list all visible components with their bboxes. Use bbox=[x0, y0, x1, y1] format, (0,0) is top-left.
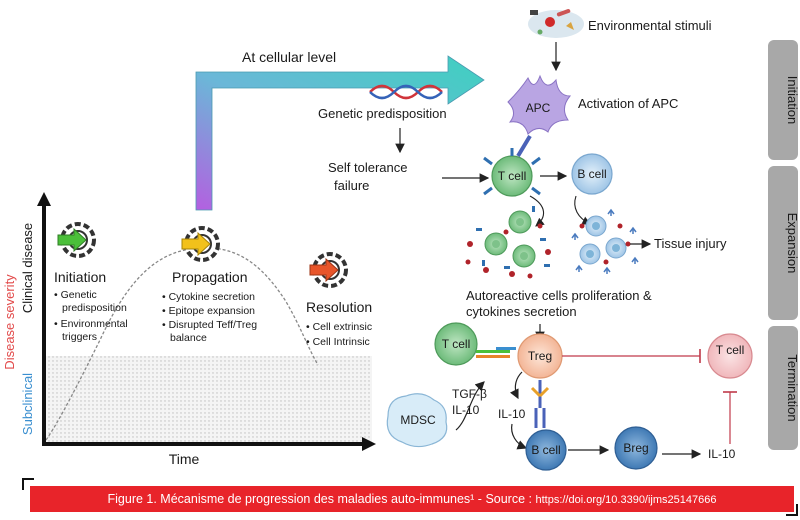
b-cell-cluster bbox=[571, 208, 639, 274]
cellular-level-arrow: At cellular level bbox=[195, 49, 485, 211]
antibody-receptor bbox=[530, 380, 550, 428]
tgf-beta-label: TGF-β bbox=[452, 387, 487, 401]
propagation-gear-icon bbox=[181, 226, 220, 262]
il10-mid-label: IL-10 bbox=[498, 407, 526, 421]
stage-initiation-bullet-1b: predisposition bbox=[62, 302, 127, 314]
self-tolerance-label-1: Self tolerance bbox=[328, 160, 408, 175]
t-cell-label: T cell bbox=[498, 169, 526, 183]
phase-tabs: Initiation Expansion Termination bbox=[768, 40, 800, 450]
arrow-tcell-expansion bbox=[529, 195, 545, 227]
b-cell-bottom: B cell bbox=[525, 429, 567, 471]
tgf-il10-label: IL-10 bbox=[452, 403, 480, 417]
dna-helix-icon bbox=[369, 84, 443, 100]
y-axis-arrowhead bbox=[37, 192, 51, 206]
il10-right-label: IL-10 bbox=[708, 447, 736, 461]
disease-progression-chart: Disease severity Clinical disease Subcli… bbox=[2, 192, 376, 467]
caption-corner-bottom-right bbox=[786, 504, 798, 516]
arrow-il10-bcell bbox=[511, 423, 528, 450]
mdsc-cell: MDSC bbox=[386, 393, 448, 448]
x-axis-arrowhead bbox=[362, 437, 376, 451]
resolution-gear-icon bbox=[309, 252, 348, 288]
breg-cell: Breg bbox=[614, 426, 658, 470]
stage-propagation-bullet-3: • Disrupted Teff/Treg bbox=[162, 319, 257, 331]
tissue-injury-label: Tissue injury bbox=[654, 236, 727, 251]
initiation-gear-icon bbox=[57, 222, 96, 258]
phase-expansion-tab bbox=[768, 166, 798, 320]
activation-apc-label: Activation of APC bbox=[578, 96, 678, 111]
stage-propagation-bullet-1: • Cytokine secretion bbox=[162, 291, 255, 303]
b-cell-bottom-label: B cell bbox=[531, 443, 560, 457]
stage-resolution-bullet-1: • Cell extrinsic bbox=[306, 321, 372, 333]
t-cell-right: T cell bbox=[707, 333, 753, 379]
stage-initiation-bullet-2b: triggers bbox=[62, 331, 97, 343]
stage-propagation-title: Propagation bbox=[172, 269, 248, 285]
treg-cell: Treg bbox=[517, 333, 563, 379]
apc-cell: APC bbox=[507, 74, 572, 135]
treg-label: Treg bbox=[528, 349, 552, 363]
stage-propagation-bullet-2: • Epitope expansion bbox=[162, 305, 255, 317]
autoreactive-label-1: Autoreactive cells proliferation & bbox=[466, 288, 652, 303]
autoreactive-label-2: cytokines secretion bbox=[466, 304, 577, 319]
environmental-stimuli-label: Environmental stimuli bbox=[588, 18, 712, 33]
x-axis-label: Time bbox=[169, 451, 200, 467]
receptor-apc-tcell bbox=[516, 134, 532, 158]
y-axis-severity-label: Disease severity bbox=[2, 274, 17, 370]
phase-termination-tab bbox=[768, 326, 798, 450]
y-axis-clinical-label: Clinical disease bbox=[20, 223, 35, 313]
stage-initiation-bullet-2: • Environmental bbox=[54, 318, 128, 330]
figure-caption: Figure 1. Mécanisme de progression des m… bbox=[30, 486, 794, 512]
phase-initiation-tab bbox=[768, 40, 798, 160]
mdsc-label: MDSC bbox=[400, 413, 436, 427]
caption-text: Figure 1. Mécanisme de progression des m… bbox=[107, 492, 536, 506]
cellular-mechanism-panel: Environmental stimuli Genetic predisposi… bbox=[318, 9, 753, 471]
stage-initiation-title: Initiation bbox=[54, 269, 106, 285]
y-axis-subclinical-label: Subclinical bbox=[20, 373, 35, 435]
tcell-treg-receptor bbox=[476, 347, 516, 358]
genetic-predisposition-label: Genetic predisposition bbox=[318, 106, 447, 121]
breg-label: Breg bbox=[623, 441, 648, 455]
apc-label: APC bbox=[526, 101, 551, 115]
t-cell-left-label: T cell bbox=[442, 337, 470, 351]
t-cell-left: T cell bbox=[434, 322, 478, 366]
caption-corner-top-left bbox=[22, 478, 34, 490]
caption-source-link[interactable]: https://doi.org/10.3390/ijms25147666 bbox=[535, 494, 717, 506]
stage-resolution-bullet-2: • Cell Intrinsic bbox=[306, 336, 370, 348]
phase-expansion-label: Expansion bbox=[785, 213, 800, 274]
cellular-level-label: At cellular level bbox=[242, 49, 336, 65]
t-cell-center: T cell bbox=[483, 148, 541, 197]
phase-termination-label: Termination bbox=[785, 354, 800, 421]
b-cell-center: B cell bbox=[571, 153, 613, 195]
arrow-treg-il10 bbox=[509, 371, 523, 400]
t-cell-cluster bbox=[465, 206, 551, 279]
arrow-mdsc-treg bbox=[455, 381, 485, 431]
b-cell-label: B cell bbox=[577, 167, 606, 181]
environmental-stimuli-icon bbox=[528, 9, 584, 38]
t-cell-right-label: T cell bbox=[716, 343, 744, 357]
stage-initiation-bullet-1: • Genetic bbox=[54, 289, 97, 301]
phase-initiation-label: Initiation bbox=[785, 76, 800, 124]
self-tolerance-label-2: failure bbox=[334, 178, 369, 193]
stage-propagation-bullet-3b: balance bbox=[170, 332, 207, 344]
stage-resolution-title: Resolution bbox=[306, 299, 372, 315]
subclinical-band bbox=[44, 356, 372, 444]
